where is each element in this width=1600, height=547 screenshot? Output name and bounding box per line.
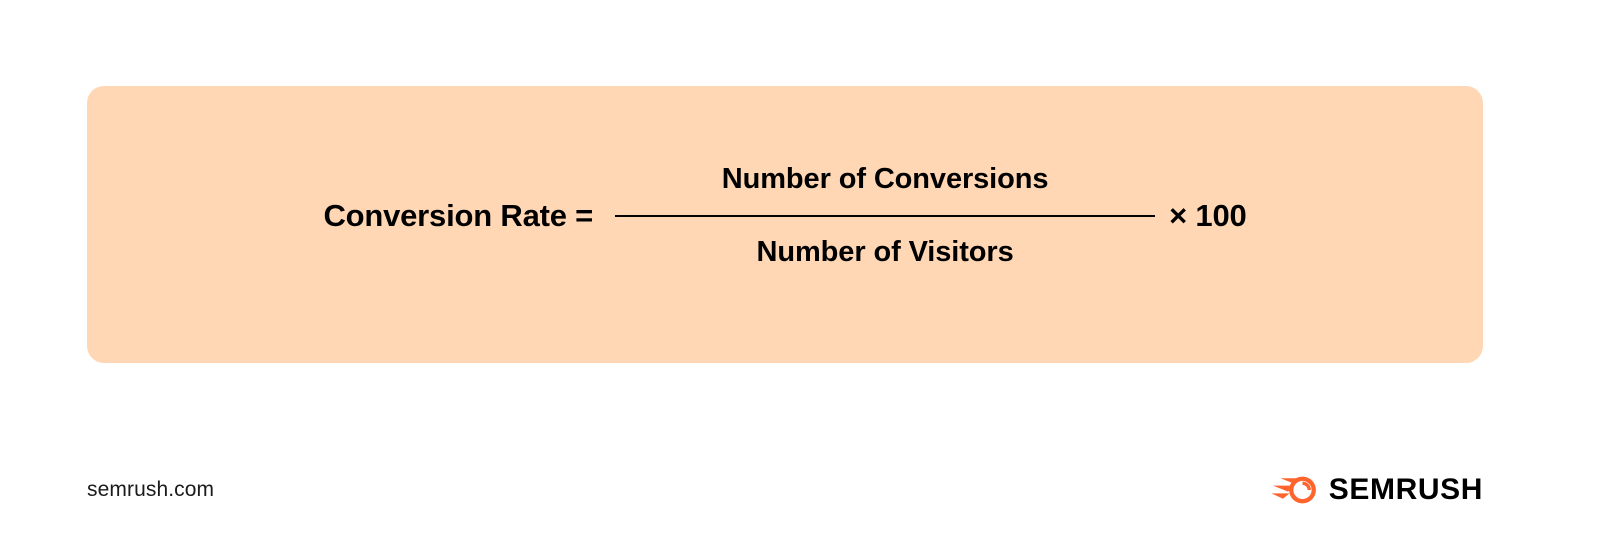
source-url: semrush.com — [87, 478, 215, 501]
brand-wordmark: SEMRUSH — [1328, 473, 1483, 506]
formula-numerator: Number of Conversions — [721, 162, 1049, 195]
semrush-comet-icon — [1271, 476, 1316, 504]
formula-fraction: Number of Conversions Number of Visitors — [615, 162, 1156, 268]
formula-denominator: Number of Visitors — [756, 235, 1014, 268]
formula-equation: Conversion Rate = Number of Conversions … — [87, 86, 1483, 363]
fraction-bar — [615, 214, 1156, 217]
formula-multiplier: × 100 — [1169, 198, 1247, 233]
formula-inner: Conversion Rate = Number of Conversions … — [323, 162, 1247, 268]
formula-panel: Conversion Rate = Number of Conversions … — [87, 86, 1483, 363]
brand-lockup: SEMRUSH — [1271, 473, 1483, 507]
formula-left-hand-side: Conversion Rate = — [323, 198, 594, 233]
